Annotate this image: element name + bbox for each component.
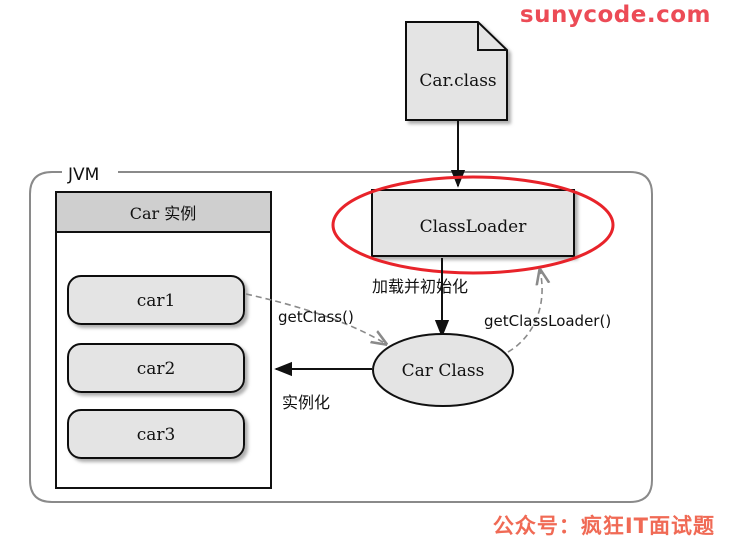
car-class-ellipse bbox=[372, 333, 514, 407]
instance-car3: car3 bbox=[67, 409, 245, 459]
panel-header bbox=[55, 191, 272, 233]
classloader-box bbox=[371, 189, 575, 257]
jvm-frame bbox=[29, 171, 653, 503]
instance-car1: car1 bbox=[67, 275, 245, 325]
edge-label-get-class: getClass() bbox=[278, 308, 354, 326]
edge-label-instantiate: 实例化 bbox=[282, 393, 330, 412]
edge-label-get-classloader: getClassLoader() bbox=[484, 312, 611, 330]
car-class-file: Car.class bbox=[405, 21, 508, 121]
watermark-bottom: 公众号：疯狂IT面试题 bbox=[492, 514, 715, 538]
jvm-label: JVM bbox=[67, 165, 99, 185]
instance-label: car3 bbox=[137, 425, 176, 445]
file-label: Car.class bbox=[419, 71, 496, 91]
edge-label-load-init: 加载并初始化 bbox=[372, 277, 468, 296]
instance-box bbox=[67, 275, 245, 325]
classloader-highlight bbox=[331, 175, 615, 275]
car-class-node: Car Class bbox=[372, 333, 514, 407]
instance-label: car2 bbox=[137, 359, 176, 379]
arrow-get-classloader bbox=[507, 270, 542, 353]
panel-title: Car 实例 bbox=[130, 204, 197, 223]
car-class-label: Car Class bbox=[402, 361, 485, 381]
file-corner-fold bbox=[477, 22, 507, 51]
watermark-top: sunycode.com bbox=[519, 2, 711, 28]
arrow-get-class bbox=[245, 293, 386, 344]
instance-car2: car2 bbox=[67, 343, 245, 393]
instance-label: car1 bbox=[137, 291, 176, 311]
classloader-node: ClassLoader bbox=[371, 189, 575, 257]
classloader-label: ClassLoader bbox=[420, 217, 528, 237]
instance-box bbox=[67, 343, 245, 393]
instance-box bbox=[67, 409, 245, 459]
file-icon bbox=[405, 21, 508, 121]
car-instances-panel: Car 实例 car1 car2 car3 bbox=[55, 191, 272, 489]
